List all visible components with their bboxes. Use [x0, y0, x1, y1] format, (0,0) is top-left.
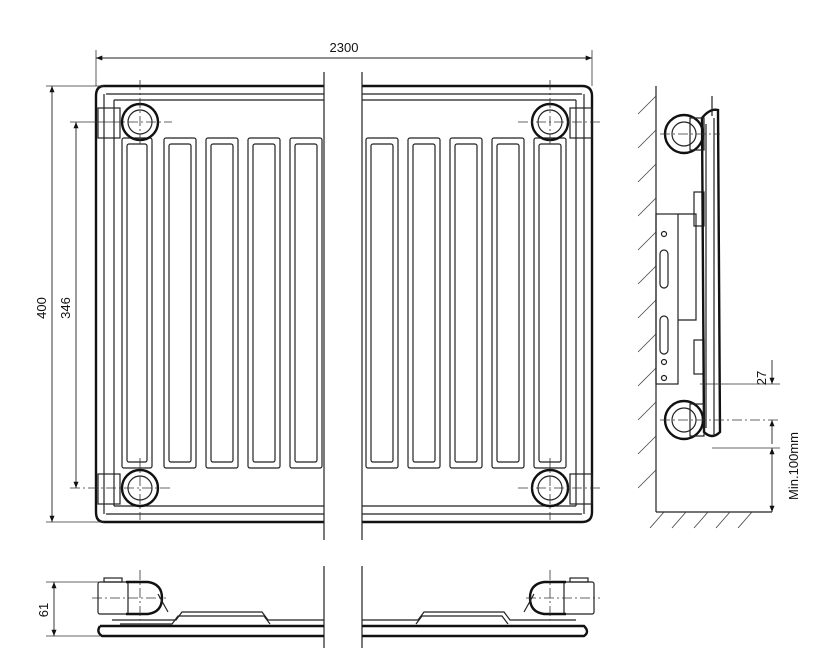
break-band — [323, 72, 363, 540]
dimension-length: 2300 — [95, 40, 593, 86]
side-connection-bottom — [660, 399, 780, 441]
connection-top-right — [518, 80, 600, 146]
top-connection-left — [92, 570, 169, 620]
dimension-height: 400 — [34, 85, 104, 523]
connection-top-left — [97, 80, 172, 146]
channels-right — [365, 137, 567, 469]
depth-label: 61 — [36, 603, 51, 617]
length-label: 2300 — [330, 40, 359, 55]
wall-bracket — [655, 191, 705, 385]
floor-clearance-label: Min.100mm — [786, 432, 801, 500]
channels-left — [121, 137, 323, 469]
radiator-profile — [700, 96, 722, 438]
dimension-depth: 61 — [36, 581, 100, 637]
floor — [649, 511, 772, 529]
dimension-floor-clearance: Min.100mm — [712, 432, 801, 512]
height-label: 400 — [34, 297, 49, 319]
bracket-offset-label: 27 — [754, 371, 769, 385]
side-connection-top — [660, 113, 720, 155]
wall — [637, 86, 657, 512]
connection-bottom-left — [70, 458, 172, 520]
top-connection-right — [523, 570, 600, 620]
front-view: 2300 400 346 — [34, 40, 600, 540]
dimension-bracket-offset: 27 — [700, 360, 780, 444]
connection-spacing-label: 346 — [58, 297, 73, 319]
side-view: 27 Min.100mm — [637, 86, 801, 529]
dimension-connection-spacing: 346 — [58, 121, 110, 488]
top-view: 61 — [36, 566, 600, 648]
connection-bottom-right — [518, 458, 600, 520]
